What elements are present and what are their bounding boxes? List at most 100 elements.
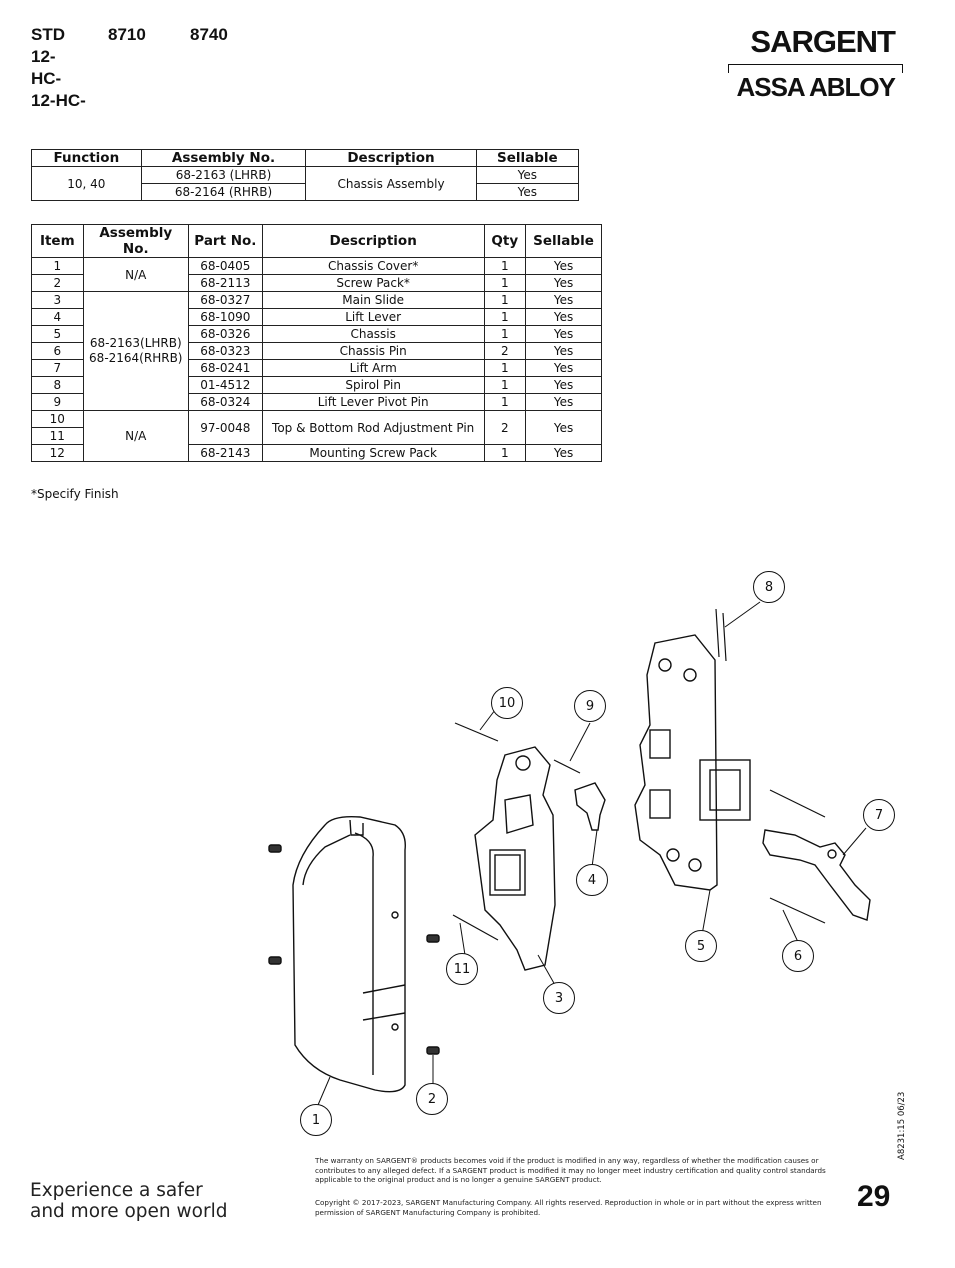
page-number: 29 <box>857 1180 891 1213</box>
item-cell: 8 <box>31 376 84 394</box>
lift-arm-part <box>762 829 871 921</box>
description-cell: Chassis Assembly <box>305 166 477 201</box>
column-header: Assembly No. <box>140 149 307 167</box>
column-header: Description <box>305 149 477 167</box>
copyright-text: Copyright © 2017-2023, SARGENT Manufactu… <box>315 1198 822 1217</box>
brand-logo: SARGENT ASSA ABLOY <box>728 24 903 103</box>
qty-cell: 1 <box>483 359 527 377</box>
part-no-cell: 68-0241 <box>187 359 263 377</box>
qty-cell: 1 <box>483 376 527 394</box>
assembly-no-cell: 68-2163 (LHRB) <box>140 166 307 184</box>
part-no-cell: 01-4512 <box>187 376 263 394</box>
callout-2: 2 <box>416 1083 448 1115</box>
model-label: STD <box>31 25 65 44</box>
sellable-cell: Yes <box>475 166 580 184</box>
description-cell: Screw Pack* <box>261 274 485 292</box>
description-cell: Chassis <box>261 325 485 343</box>
sellable-cell: Yes <box>525 444 602 462</box>
callout-1: 1 <box>300 1104 332 1136</box>
callout-11: 11 <box>446 953 478 985</box>
column-header: Sellable <box>525 224 602 258</box>
description-cell: Top & Bottom Rod Adjustment Pin <box>261 410 485 445</box>
assa-abloy-logo-text: ASSA ABLOY <box>736 72 896 102</box>
callout-3: 3 <box>543 982 575 1014</box>
sargent-logo-text: SARGENT <box>750 24 896 59</box>
callout-7: 7 <box>863 799 895 831</box>
sellable-cell: Yes <box>475 183 580 201</box>
model-label: 12- <box>31 47 56 66</box>
sellable-cell: Yes <box>525 393 602 411</box>
sellable-cell: Yes <box>525 308 602 326</box>
sellable-cell: Yes <box>525 410 602 445</box>
qty-cell: 2 <box>483 342 527 360</box>
column-header: Item <box>31 224 84 258</box>
function-cell: 10, 40 <box>31 166 142 201</box>
qty-cell: 1 <box>483 308 527 326</box>
sellable-cell: Yes <box>525 274 602 292</box>
model-number: 8710 <box>108 25 146 44</box>
model-label: 12-HC- <box>31 91 86 110</box>
qty-cell: 1 <box>483 257 527 275</box>
assembly-no-cell: 68-2163(LHRB) 68-2164(RHRB) <box>82 291 189 411</box>
description-cell: Chassis Pin <box>261 342 485 360</box>
model-row: STD 8710 8740 <box>31 24 228 46</box>
part-no-cell: 68-2113 <box>187 274 263 292</box>
model-number: 8740 <box>190 25 228 44</box>
description-cell: Lift Lever Pivot Pin <box>261 393 485 411</box>
pin-part <box>452 608 826 941</box>
qty-cell: 1 <box>483 325 527 343</box>
assembly-table: Function Assembly No. Description Sellab… <box>31 149 580 201</box>
item-cell: 6 <box>31 342 84 360</box>
item-cell: 4 <box>31 308 84 326</box>
model-label: HC- <box>31 69 62 88</box>
document-id: A8231:15 06/23 <box>897 1091 907 1160</box>
screw-part <box>268 844 440 1055</box>
model-row: 12-HC- <box>31 90 228 112</box>
assembly-no-cell: 68-2164 (RHRB) <box>140 183 307 201</box>
column-header: Description <box>261 224 485 258</box>
qty-cell: 1 <box>483 393 527 411</box>
description-cell: Lift Lever <box>261 308 485 326</box>
part-no-cell: 68-1090 <box>187 308 263 326</box>
sellable-cell: Yes <box>525 342 602 360</box>
column-header: Assembly No. <box>82 224 189 258</box>
callout-8: 8 <box>753 571 785 603</box>
sellable-cell: Yes <box>525 325 602 343</box>
model-row: 12- <box>31 46 228 68</box>
item-cell: 5 <box>31 325 84 343</box>
main-slide-part <box>474 746 556 971</box>
callout-6: 6 <box>782 940 814 972</box>
sellable-cell: Yes <box>525 359 602 377</box>
column-header: Part No. <box>187 224 263 258</box>
logo-bracket <box>728 64 903 73</box>
finish-note: *Specify Finish <box>31 487 119 501</box>
part-no-cell: 68-0405 <box>187 257 263 275</box>
item-cell: 7 <box>31 359 84 377</box>
part-no-cell: 97-0048 <box>187 410 263 445</box>
chassis-part <box>634 634 751 891</box>
assembly-no-cell: N/A <box>82 257 189 292</box>
callout-4: 4 <box>576 864 608 896</box>
column-header: Qty <box>483 224 527 258</box>
exploded-parts-diagram <box>268 601 871 1106</box>
sellable-cell: Yes <box>525 257 602 275</box>
callout-10: 10 <box>491 687 523 719</box>
item-cell: 3 <box>31 291 84 309</box>
item-cell: 11 <box>31 427 84 445</box>
column-header: Sellable <box>475 149 580 167</box>
description-cell: Mounting Screw Pack <box>261 444 485 462</box>
warranty-text: The warranty on SARGENT® products become… <box>315 1156 826 1184</box>
table-row: 11 <box>31 427 602 445</box>
qty-cell: 1 <box>483 291 527 309</box>
callout-leader <box>317 601 867 1106</box>
item-cell: 12 <box>31 444 84 462</box>
lift-lever-part <box>574 782 606 831</box>
callout-5: 5 <box>685 930 717 962</box>
